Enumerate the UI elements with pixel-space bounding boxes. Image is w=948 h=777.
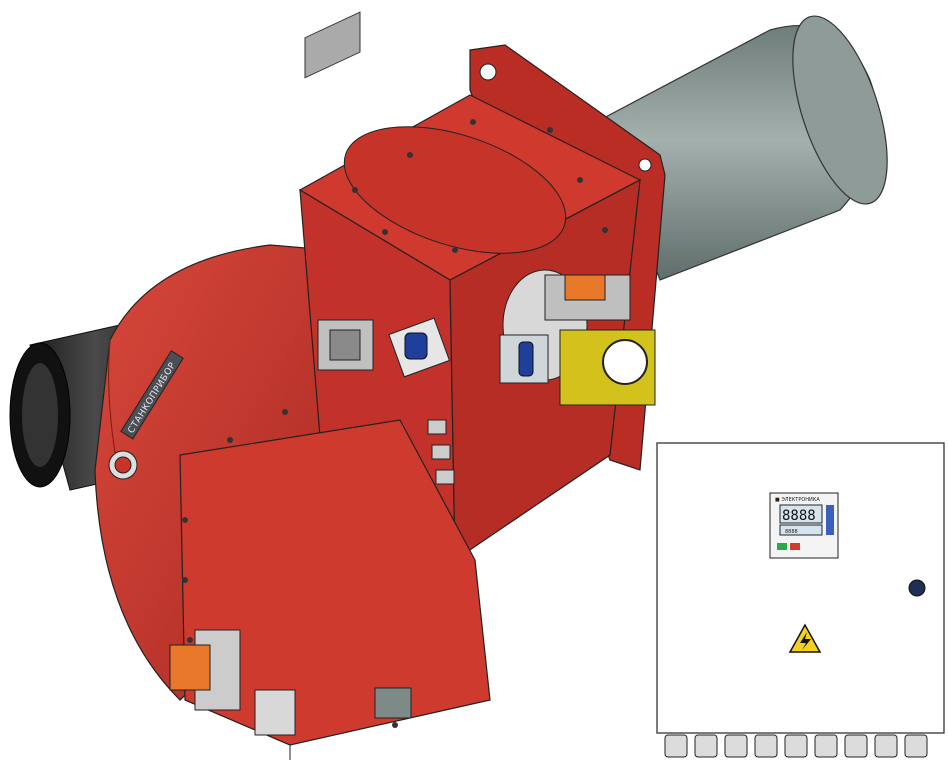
controller-secondary-display: 8888	[785, 529, 798, 535]
pressure-switch	[317, 317, 451, 378]
control-cabinet: ■ ЭЛЕКТРОНИКА 8888 8888	[656, 442, 945, 758]
controller-display: 8888	[782, 508, 816, 524]
gas-valve-assembly	[499, 269, 656, 406]
controller-unit: ■ ЭЛЕКТРОНИКА 8888 8888	[769, 492, 839, 559]
air-damper-actuator	[169, 629, 296, 736]
cabinet-cable-glands	[664, 734, 928, 758]
bolts	[182, 119, 608, 728]
svg-text:■ ЭЛЕКТРОНИКА: ■ ЭЛЕКТРОНИКА	[775, 497, 820, 503]
high-voltage-warning-icon	[788, 623, 822, 653]
blast-tube	[599, 15, 888, 281]
burner-cable-glands	[427, 419, 455, 485]
indicator-lamp	[908, 579, 926, 597]
front-cover	[179, 419, 491, 760]
